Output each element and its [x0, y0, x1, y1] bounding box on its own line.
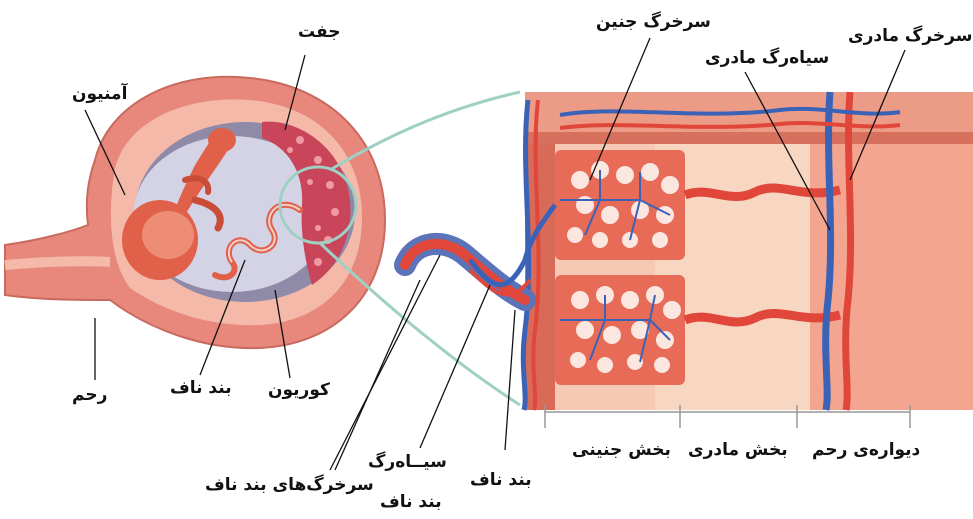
- label-chorion: کوریون: [268, 380, 330, 400]
- placenta-detail: [405, 92, 973, 428]
- label-umbilical-cord-right: بند ناف: [470, 470, 532, 490]
- label-uterine-wall: دیواره‌ی رحم: [812, 440, 920, 460]
- label-fetal-part: بخش جنینی: [572, 440, 671, 460]
- label-maternal-vein: سیاه‌رگ مادری: [705, 48, 829, 68]
- label-uterus: رحم: [72, 385, 107, 405]
- label-amnion: آمنیون: [72, 84, 127, 104]
- label-fetal-artery: سرخرگ جنین: [596, 12, 711, 32]
- uterus-illustration: [5, 77, 385, 348]
- label-umbilical-cord-left: بند ناف: [170, 378, 232, 398]
- label-placenta: جفت: [298, 22, 340, 42]
- label-maternal-part: بخش مادری: [688, 440, 788, 460]
- label-maternal-artery: سرخرگ مادری: [848, 26, 972, 46]
- label-umbilical-arteries: سرخرگ‌های بند ناف: [205, 475, 374, 495]
- label-umbilical-vein-line2: بند ناف: [380, 492, 442, 512]
- label-umbilical-vein-line1: سیــاه‌رگ: [368, 452, 447, 472]
